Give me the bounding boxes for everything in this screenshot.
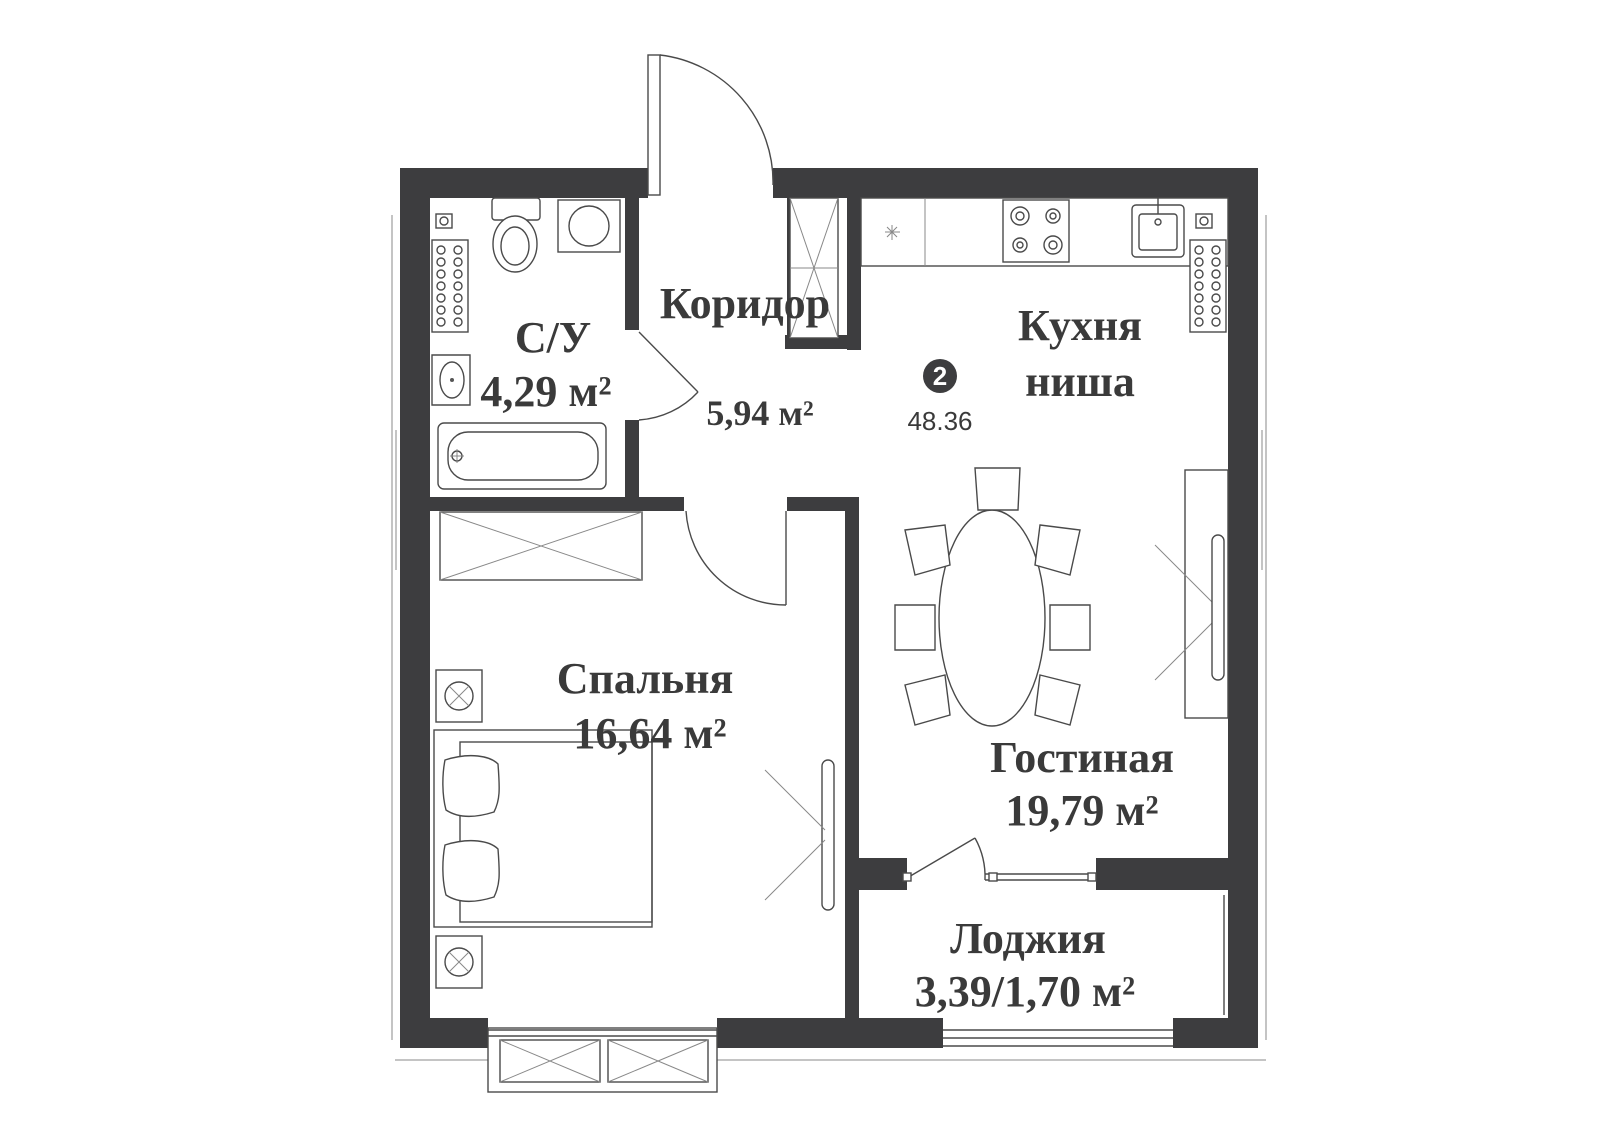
bathroom-fixtures — [431, 197, 621, 490]
living-tv — [1154, 469, 1229, 719]
loggia-window — [943, 895, 1225, 1047]
exterior-outline — [391, 215, 1267, 1061]
kitchen-fixtures — [860, 197, 1229, 333]
corridor-wardrobe — [789, 197, 839, 339]
corridor-name: Коридор — [660, 279, 830, 328]
bedroom-window — [487, 1027, 718, 1093]
radiator-dots — [436, 245, 463, 327]
unit-badge — [923, 359, 957, 393]
living-name: Гостиная — [990, 733, 1174, 782]
bathroom-name: С/У — [515, 313, 591, 362]
bedroom-area: 16,64 м² — [573, 709, 726, 758]
living-area: 19,79 м² — [1005, 786, 1158, 835]
entry-door — [647, 54, 774, 196]
kitchen-name-line1: Кухня — [1018, 301, 1142, 350]
loggia-area: 3,39/1,70 м² — [915, 967, 1135, 1016]
loggia-door — [902, 837, 1097, 882]
labels: С/У 4,29 м² Коридор 5,94 м² Кухня ниша 2… — [480, 279, 1173, 1016]
bedroom-name: Спальня — [557, 654, 734, 703]
bathroom-area: 4,29 м² — [480, 367, 611, 416]
bathroom-door — [638, 331, 699, 421]
bedroom-door — [685, 510, 787, 606]
total-area: 48.36 — [907, 406, 972, 436]
bedroom-furniture — [433, 511, 835, 989]
corridor-area: 5,94 м² — [706, 393, 813, 433]
dining-set — [894, 467, 1091, 727]
loggia-name: Лоджия — [950, 914, 1106, 963]
kitchen-name-line2: ниша — [1025, 357, 1135, 406]
kitchen-radiator-dots — [1194, 245, 1221, 327]
unit-badge-number: 2 — [933, 361, 947, 391]
